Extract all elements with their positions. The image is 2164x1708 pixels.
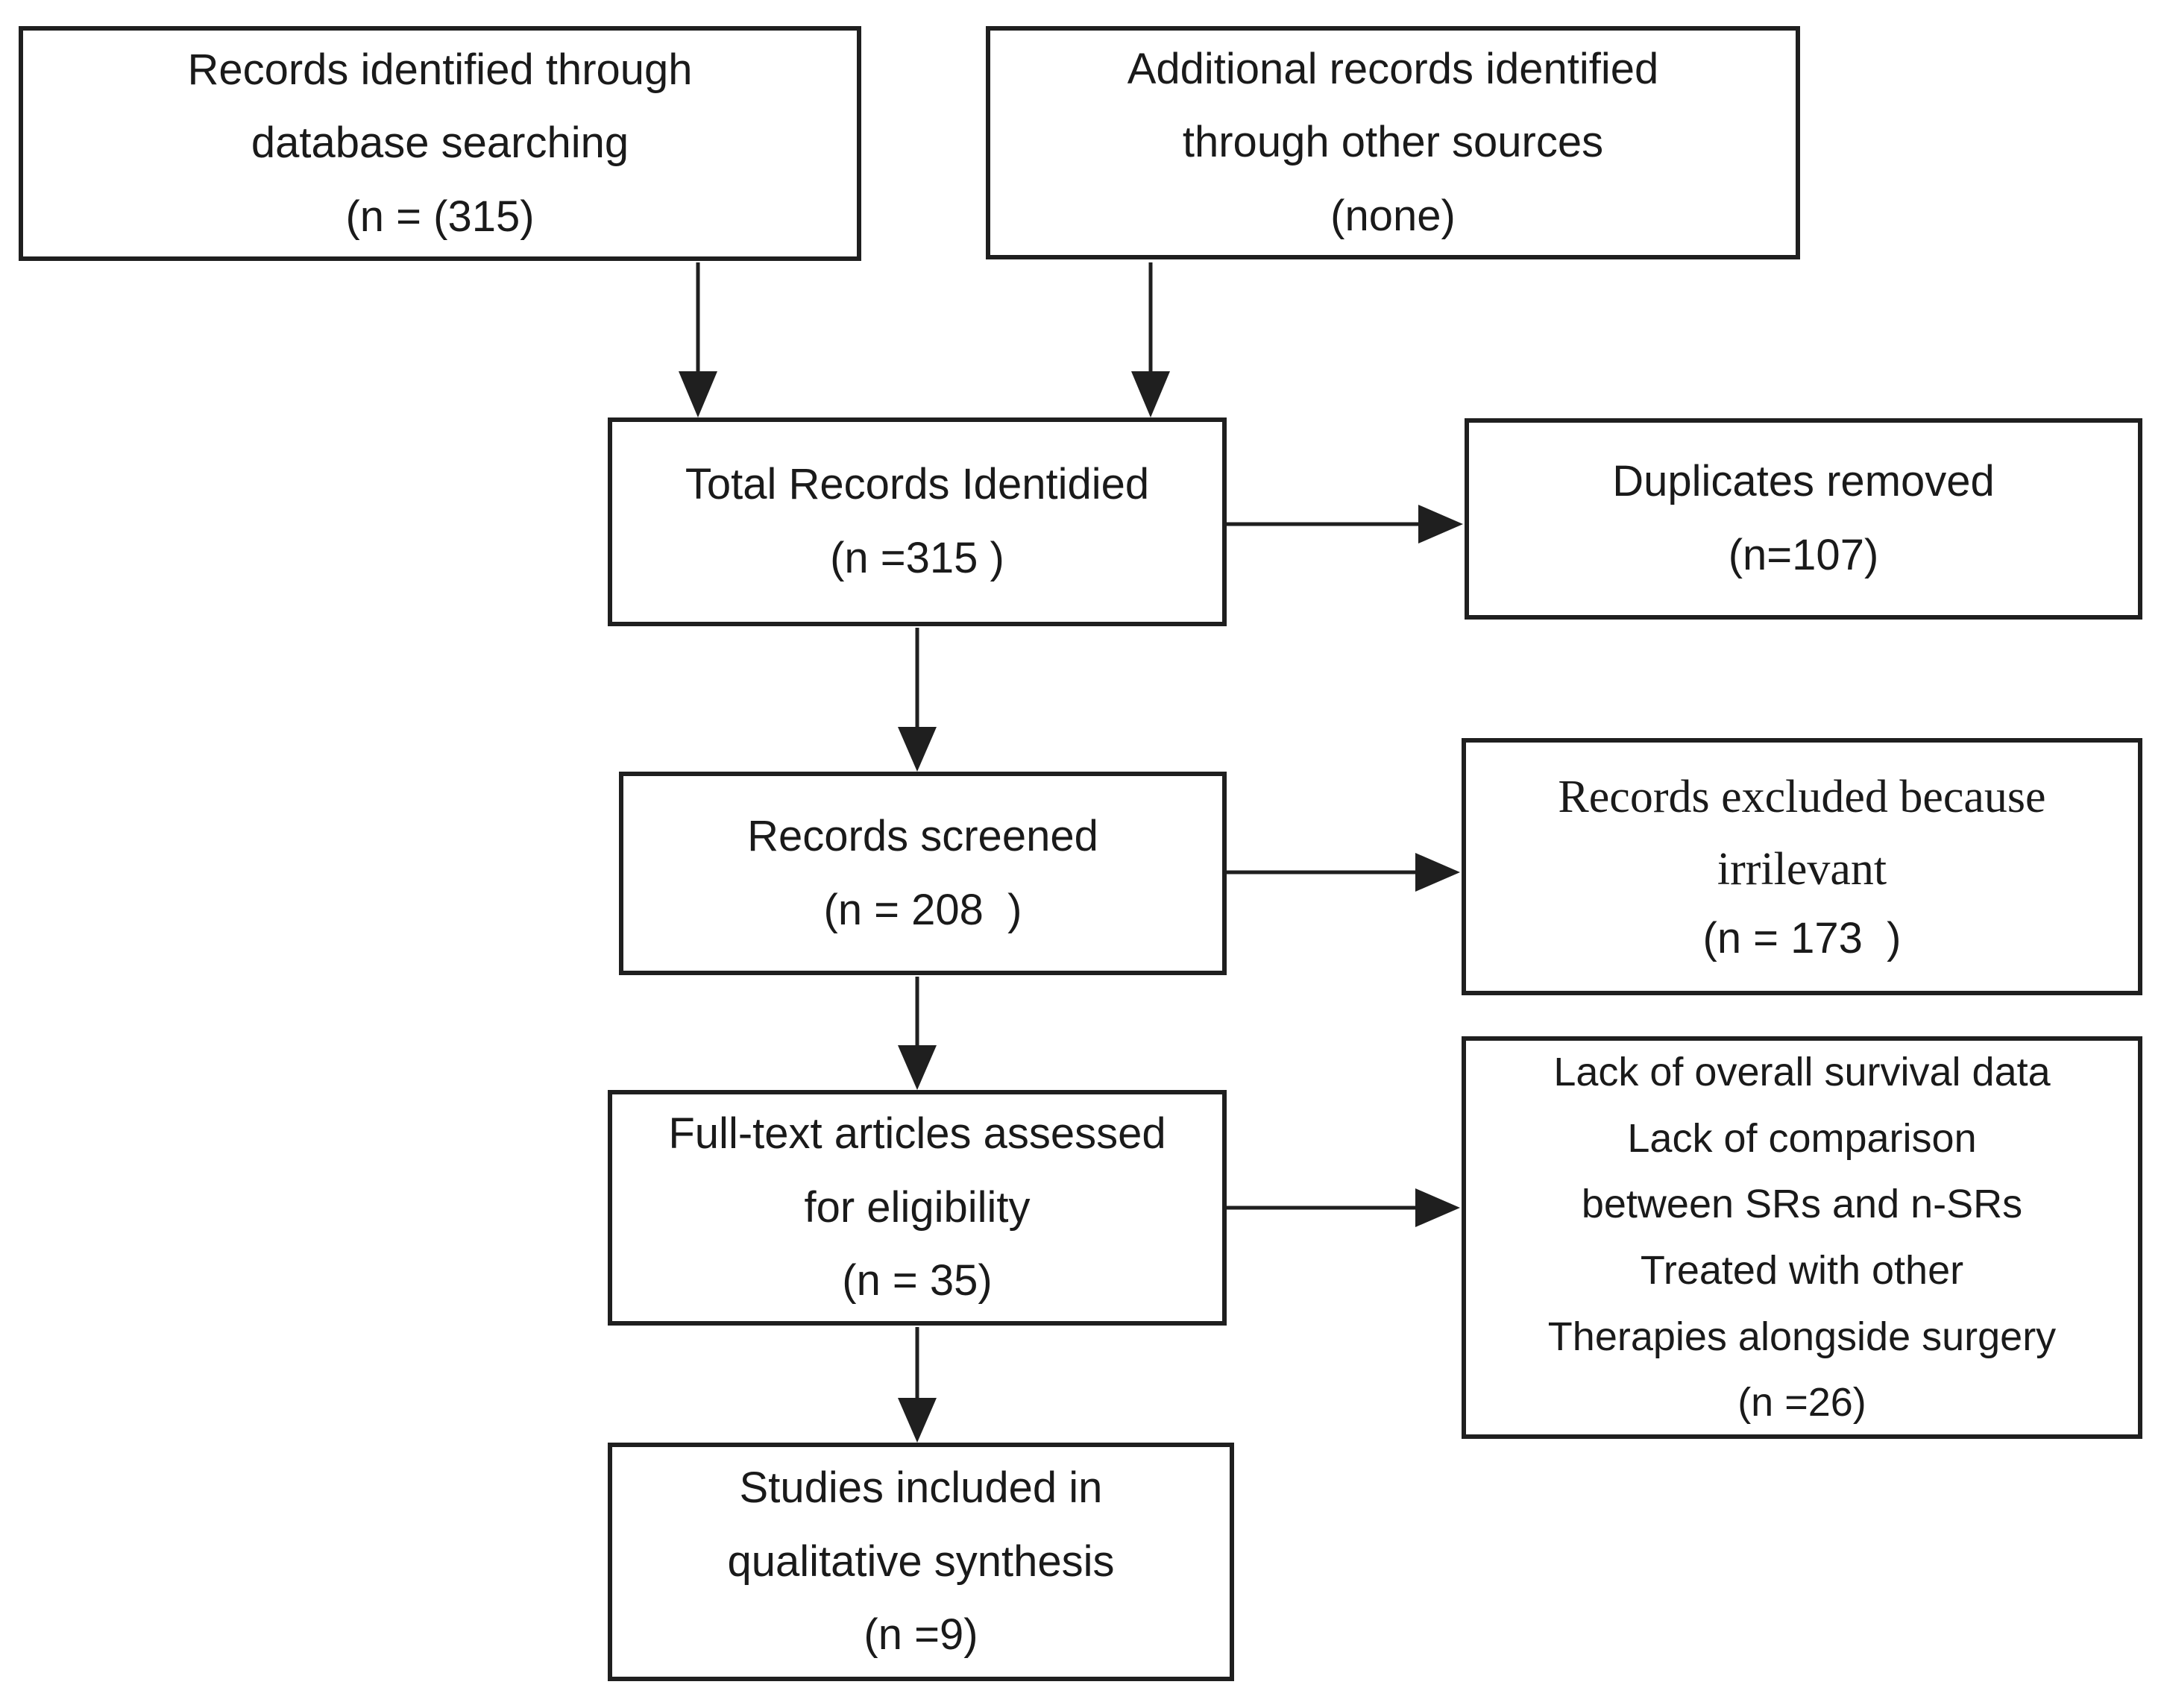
box-count-line: (n =9) [864, 1610, 978, 1660]
box-text-line: Total Records Identidied [685, 460, 1150, 509]
box-exclusion-reasons: Lack of overall survival data Lack of co… [1462, 1036, 2142, 1439]
box-count-line: (n = (315) [345, 192, 535, 241]
box-total-records: Total Records Identidied (n =315 ) [608, 417, 1227, 626]
arrow-total-records-to-duplicates-removed [1227, 505, 1463, 543]
box-count-line: (none) [1330, 191, 1456, 240]
arrow-records-identified-to-total-records [679, 262, 717, 417]
arrow-additional-records-to-total-records [1131, 262, 1170, 417]
box-records-screened: Records screened (n = 208 ) [619, 772, 1227, 975]
box-text-line: Treated with other [1640, 1248, 1964, 1293]
box-count-line: (n =26) [1737, 1380, 1866, 1425]
arrow-records-screened-to-fulltext-assessed [898, 977, 937, 1090]
box-count-line: (n = 208 ) [823, 885, 1022, 934]
arrow-total-records-to-records-screened [898, 628, 937, 772]
box-studies-included: Studies included in qualitative synthesi… [608, 1443, 1234, 1681]
box-count-line: (n=107) [1728, 531, 1879, 579]
box-text-line: irrilevant [1717, 843, 1887, 895]
box-count-line: (n =315 ) [830, 534, 1004, 582]
box-text-line: Records identified through [187, 45, 693, 94]
box-duplicates-removed: Duplicates removed (n=107) [1465, 418, 2142, 620]
box-text-line: Records excluded because [1558, 772, 2046, 823]
box-text-line: Records screened [747, 811, 1098, 860]
arrow-fulltext-assessed-to-exclusion-reasons [1227, 1188, 1460, 1227]
box-text-line: for eligibility [804, 1182, 1031, 1232]
box-records-excluded: Records excluded because irrilevant (n =… [1462, 738, 2142, 995]
box-additional-records: Additional records identified through ot… [986, 26, 1800, 259]
box-text-line: Lack of overall survival data [1553, 1050, 2051, 1095]
box-text-line: Duplicates removed [1612, 457, 1995, 506]
box-text-line: between SRs and n-SRs [1581, 1182, 2023, 1227]
box-text-line: database searching [251, 119, 629, 168]
box-records-identified: Records identified through database sear… [19, 26, 861, 261]
arrow-fulltext-assessed-to-studies-included [898, 1327, 937, 1443]
box-text-line: Full-text articles assessed [668, 1109, 1166, 1159]
box-text-line: qualitative synthesis [727, 1537, 1115, 1586]
box-count-line: (n = 173 ) [1702, 913, 1902, 962]
box-text-line: Lack of comparison [1627, 1115, 1977, 1161]
box-text-line: through other sources [1182, 118, 1604, 167]
arrow-records-screened-to-records-excluded [1227, 853, 1460, 892]
box-text-line: Studies included in [739, 1463, 1103, 1513]
box-text-line: Additional records identified [1127, 44, 1659, 93]
box-text-line: Therapies alongside surgery [1547, 1314, 2057, 1359]
box-count-line: (n = 35) [842, 1256, 993, 1305]
box-fulltext-assessed: Full-text articles assessed for eligibil… [608, 1090, 1227, 1326]
